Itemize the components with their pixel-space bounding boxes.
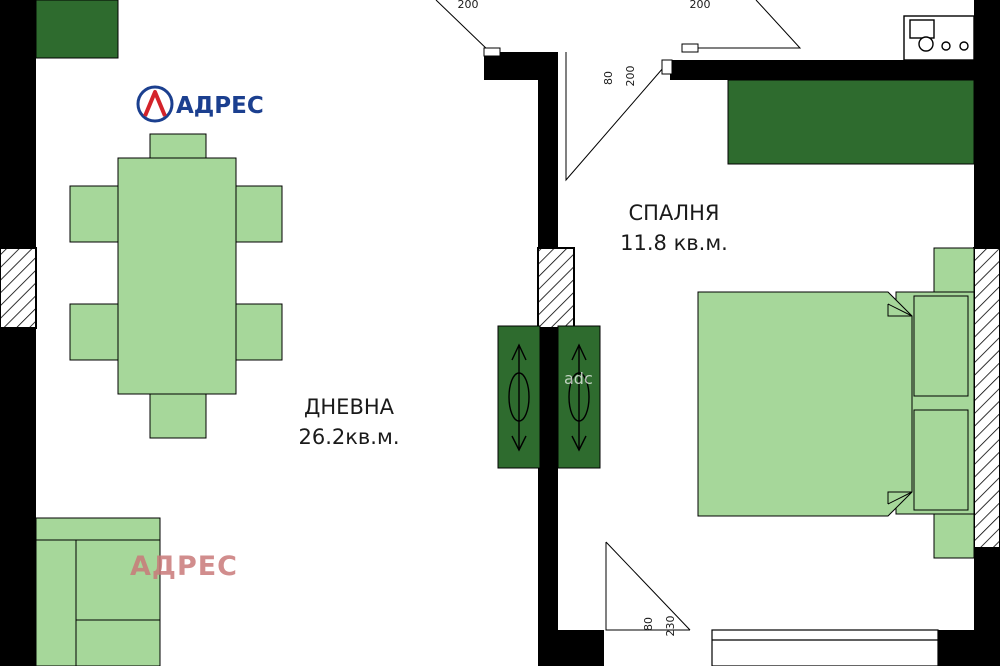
dimension-labels: 200 200 80 200 80 230	[458, 0, 711, 637]
bed	[697, 247, 975, 559]
bottom-door-swing-diagonal	[605, 541, 691, 631]
pillow-bottom	[913, 409, 969, 511]
chair-left-1	[69, 185, 121, 243]
dining-table	[117, 157, 237, 395]
chair-top	[149, 133, 207, 159]
chair-right-2	[235, 303, 283, 361]
bottom-wall-left	[558, 630, 604, 666]
bedroom-area: 11.8 кв.м.	[620, 231, 728, 255]
left-outer-wall	[0, 0, 36, 666]
dim-bottom-door-width: 80	[642, 617, 655, 631]
doors	[435, 0, 802, 631]
chair-right-1	[235, 185, 283, 243]
chair-left-2	[69, 303, 121, 361]
top-wall-right-segment	[670, 60, 980, 80]
kitchen-appliance	[903, 15, 975, 61]
living-room-name: ДНЕВНА	[304, 395, 395, 419]
cabinet-top-left	[35, 0, 119, 59]
watermark-text: АДРЕС	[130, 551, 238, 582]
living-room-area: 26.2кв.м.	[298, 425, 399, 449]
bedroom-door-swing	[565, 52, 671, 182]
sofa	[35, 517, 161, 666]
dim-top-left: 200	[458, 0, 479, 11]
wardrobe-bedroom	[727, 79, 975, 165]
bedroom-name: СПАЛНЯ	[629, 201, 720, 225]
dim-top-right: 200	[690, 0, 711, 11]
window-left	[0, 247, 37, 329]
logo-text: АДРЕС	[176, 93, 264, 119]
door-swing-top-right	[688, 0, 802, 49]
door-jambs	[483, 43, 699, 75]
nightstand-bottom	[933, 513, 975, 559]
dining-set	[69, 133, 283, 439]
watermark-small: adc	[564, 369, 593, 388]
central-partition-wall	[538, 52, 558, 666]
bottom-door-swing	[605, 542, 690, 631]
dim-bedroom-door-height: 200	[624, 66, 637, 87]
bottom-window-frame	[711, 629, 939, 666]
chair-bottom	[149, 393, 207, 439]
bottom-wall-right	[938, 630, 974, 666]
nightstand-top	[933, 247, 975, 293]
brand-logo: АДРЕС	[136, 85, 264, 123]
bed-mattress	[697, 291, 913, 517]
room-labels: ДНЕВНА 26.2кв.м. СПАЛНЯ 11.8 кв.м.	[298, 201, 727, 449]
windows	[0, 247, 1000, 549]
dim-bedroom-door-width: 80	[602, 71, 615, 85]
window-right	[973, 247, 1000, 549]
pillow-top	[913, 295, 969, 397]
door-swing-top-left	[435, 0, 491, 53]
bed-fold-bottom	[887, 491, 913, 505]
dim-bottom-door-height: 230	[664, 616, 677, 637]
window-partition	[537, 247, 575, 329]
tv-symbols	[508, 343, 590, 452]
bed-fold-top	[887, 303, 913, 317]
